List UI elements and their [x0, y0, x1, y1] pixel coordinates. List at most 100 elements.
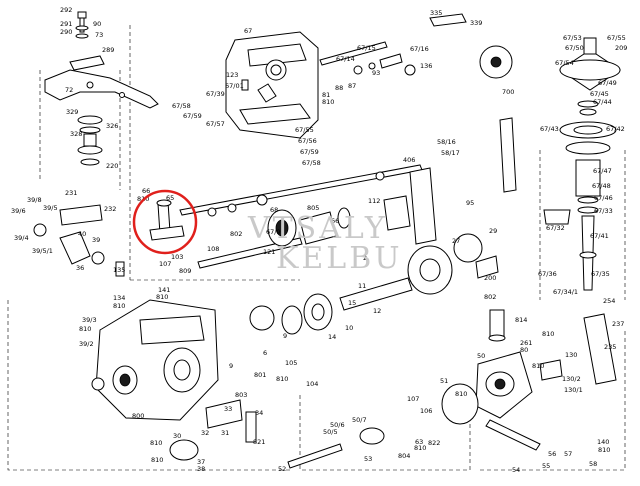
part-label: 67/32 [546, 224, 565, 232]
part-label: 140 [597, 438, 609, 446]
part-label: 821 [253, 438, 265, 446]
part-label: 810 [542, 330, 554, 338]
part-label: 67/48 [592, 182, 611, 190]
part-label: 68 [270, 206, 278, 214]
part-label: 58/16 [437, 138, 456, 146]
part-label: 73 [95, 31, 103, 39]
part-label: 67/42 [606, 125, 625, 133]
part-label: 33 [224, 405, 232, 413]
highlight-circle [132, 189, 198, 255]
part-label: 58 [589, 460, 597, 468]
spring-stack-326 [77, 115, 103, 166]
solenoid-32-34 [169, 399, 257, 461]
lever-assembly-72 [44, 11, 159, 109]
part-label: 67/58 [302, 159, 321, 167]
part-label: 810 [414, 444, 426, 452]
part-label: 231 [65, 189, 77, 197]
part-label: 232 [104, 205, 116, 213]
part-label: 103 [171, 253, 183, 261]
part-label: 822 [428, 439, 440, 447]
part-label: 261 [520, 339, 532, 347]
part-label: 2 [363, 254, 367, 262]
part-label: 289 [102, 46, 114, 54]
pump-head-50 [441, 313, 617, 451]
part-label: 30 [173, 432, 181, 440]
part-label: 328 [70, 130, 82, 138]
small-parts-top [319, 13, 513, 79]
governor-housing-67 [225, 31, 319, 139]
part-label: 108 [207, 245, 219, 253]
control-rod [179, 164, 423, 269]
part-label: 53 [364, 455, 372, 463]
part-label: 134 [113, 294, 125, 302]
highlighted-part-65 [149, 199, 185, 241]
part-label: 58/17 [441, 149, 460, 157]
drive-shaft-12 [249, 277, 413, 335]
part-label: 52 [278, 465, 286, 473]
part-label: 326 [106, 122, 118, 130]
part-label: 67/33 [594, 207, 613, 215]
part-label: 67/53 [563, 34, 582, 42]
part-label: 67/46 [594, 194, 613, 202]
part-label: 67/34/1 [553, 288, 578, 296]
valve-stem-50-6 [287, 427, 385, 469]
part-label: 67/45 [590, 90, 609, 98]
part-label: 130/1 [564, 386, 583, 394]
part-label: 105 [285, 359, 297, 367]
part-label: 36 [76, 264, 84, 272]
part-label: 67/56 [298, 137, 317, 145]
part-label: 87 [348, 82, 356, 90]
part-label: 29 [489, 227, 497, 235]
part-label: 31 [221, 429, 229, 437]
part-label: 406 [403, 156, 415, 164]
part-label: 130/2 [562, 375, 581, 383]
part-label: 12 [373, 307, 381, 315]
part-label: 810 [322, 98, 334, 106]
part-label: 339 [470, 19, 482, 27]
part-label: 38 [197, 465, 205, 473]
watermark-line: VTSALY [247, 211, 388, 246]
part-label: 810 [598, 446, 610, 454]
diaphragm-unit-67-50 [559, 37, 621, 155]
part-label: 50/7 [352, 416, 367, 424]
component-814 [488, 309, 506, 342]
part-label: 93 [372, 69, 380, 77]
part-label: 67/41 [590, 232, 609, 240]
part-label: 15 [348, 299, 356, 307]
part-label: 55 [542, 462, 550, 470]
part-label: 67/59 [183, 112, 202, 120]
part-label: 56 [548, 450, 556, 458]
left-bracket-39 [33, 204, 125, 277]
part-label: 39/6 [11, 207, 26, 215]
part-label: 67/16 [410, 45, 429, 53]
part-label: 107 [407, 395, 419, 403]
part-label: 805 [307, 204, 319, 212]
part-label: 800 [132, 412, 144, 420]
part-label: 67/43 [540, 125, 559, 133]
part-label: 136 [420, 62, 432, 70]
part-label: 57 [564, 450, 572, 458]
part-label: 220 [106, 162, 118, 170]
part-label: 39/5 [43, 204, 58, 212]
part-label: 81 [322, 91, 330, 99]
part-label: 9 [229, 362, 233, 370]
part-label: 810 [455, 390, 467, 398]
part-label: 50/5 [323, 428, 338, 436]
part-label: 67/50 [565, 44, 584, 52]
part-label: 810 [113, 302, 125, 310]
part-label: 123 [226, 71, 238, 79]
part-label: 67/47 [593, 167, 612, 175]
part-label: 803 [235, 391, 247, 399]
part-label: 801 [254, 371, 266, 379]
part-label: 237 [612, 320, 624, 328]
part-label: 67/49 [598, 79, 617, 87]
part-label: 135 [113, 266, 125, 274]
part-label: 130 [565, 351, 577, 359]
part-label: 200 [484, 274, 496, 282]
part-label: 292 [60, 6, 72, 14]
part-label: 34 [255, 409, 263, 417]
part-label: 67/35 [591, 270, 610, 278]
part-label: 51 [440, 377, 448, 385]
